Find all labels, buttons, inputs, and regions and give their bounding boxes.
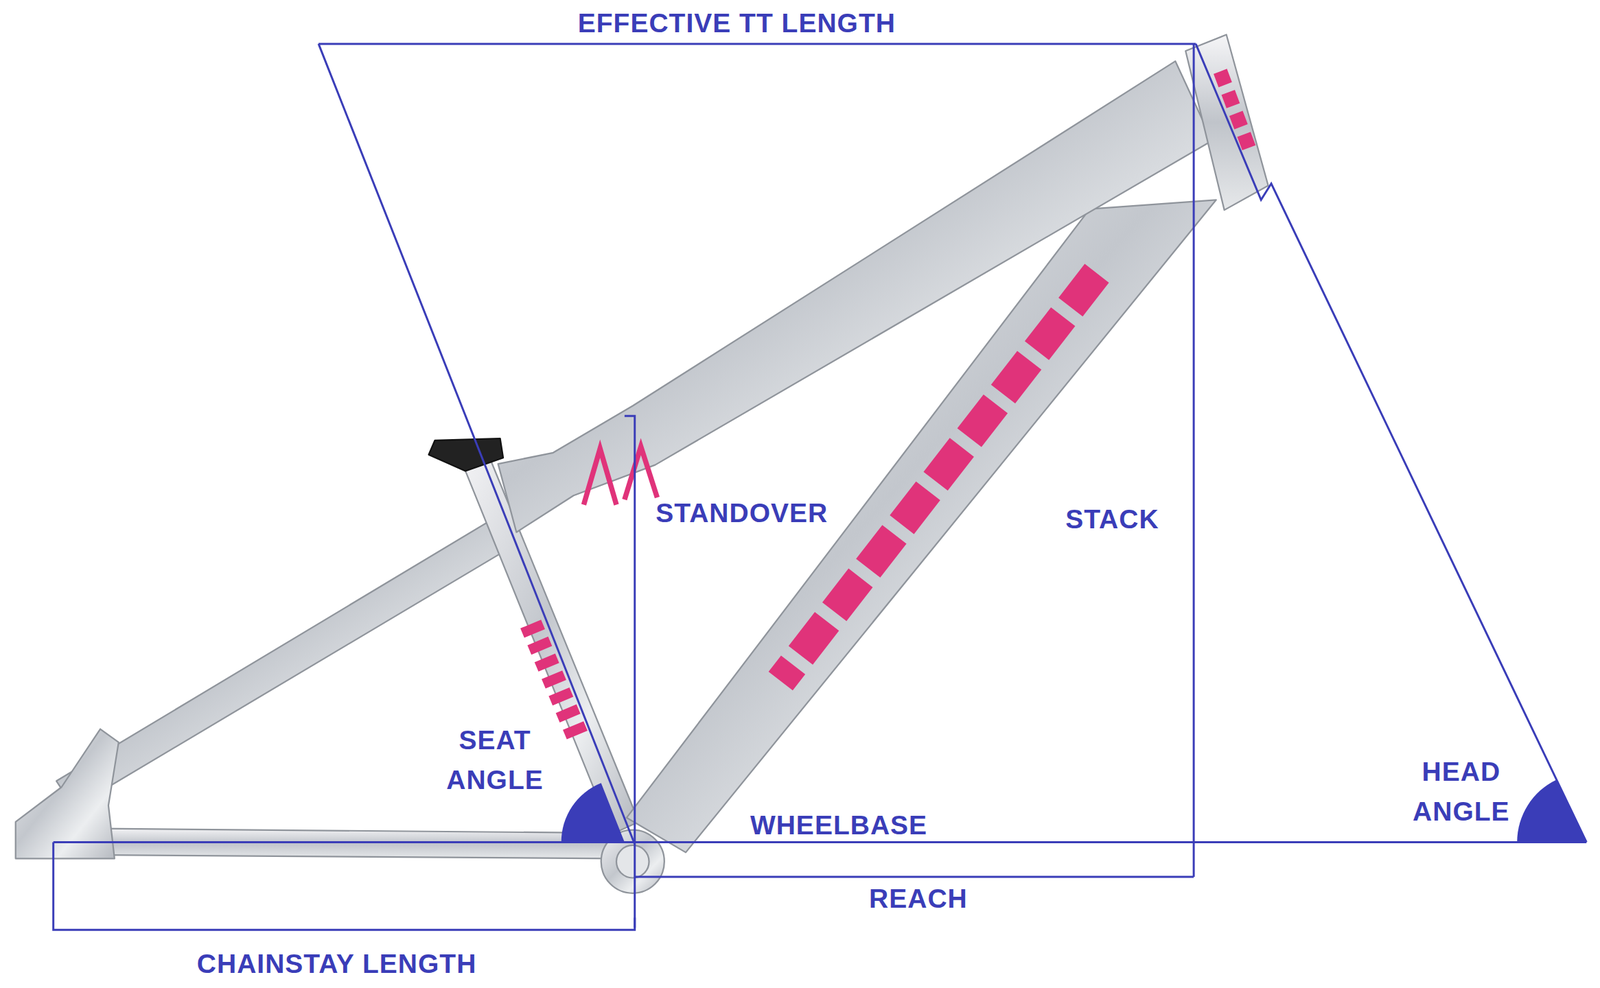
frame-decals	[530, 71, 1251, 737]
dimension-label: STACK	[1065, 503, 1159, 536]
seat-clamp	[429, 438, 504, 472]
bottom-bracket-bore	[616, 845, 650, 879]
geometry-lines	[53, 43, 1587, 931]
head-angle-wedge	[1516, 779, 1587, 843]
dimension-label: CHAINSTAY LENGTH	[196, 947, 478, 981]
dropout	[15, 729, 119, 860]
dimension-label: REACH	[868, 882, 968, 915]
effective-tt-line	[318, 42, 1196, 45]
dimension-label: WHEELBASE	[750, 809, 928, 842]
dimension-label: STANDOVER	[655, 496, 828, 530]
dimension-label: HEAD ANGLE	[1396, 751, 1527, 832]
standover-line	[624, 415, 635, 929]
bike-frame	[15, 35, 1269, 894]
downtube-decal	[780, 273, 1097, 681]
dimension-label: EFFECTIVE TT LENGTH	[577, 7, 896, 40]
dimension-label: SEAT ANGLE	[429, 720, 561, 801]
seat-angle-wedge	[561, 783, 625, 843]
reach-line	[634, 876, 1194, 879]
seat-angle-line	[318, 43, 635, 845]
toptube-decal	[583, 446, 657, 506]
head-angle-line	[1195, 43, 1587, 843]
chainstay-bracket	[53, 842, 635, 931]
stack-line	[1192, 43, 1196, 878]
seatstay-tube	[56, 512, 523, 808]
top-tube	[498, 61, 1213, 533]
wheelbase-line	[53, 841, 1587, 844]
head-tube	[1185, 35, 1268, 211]
